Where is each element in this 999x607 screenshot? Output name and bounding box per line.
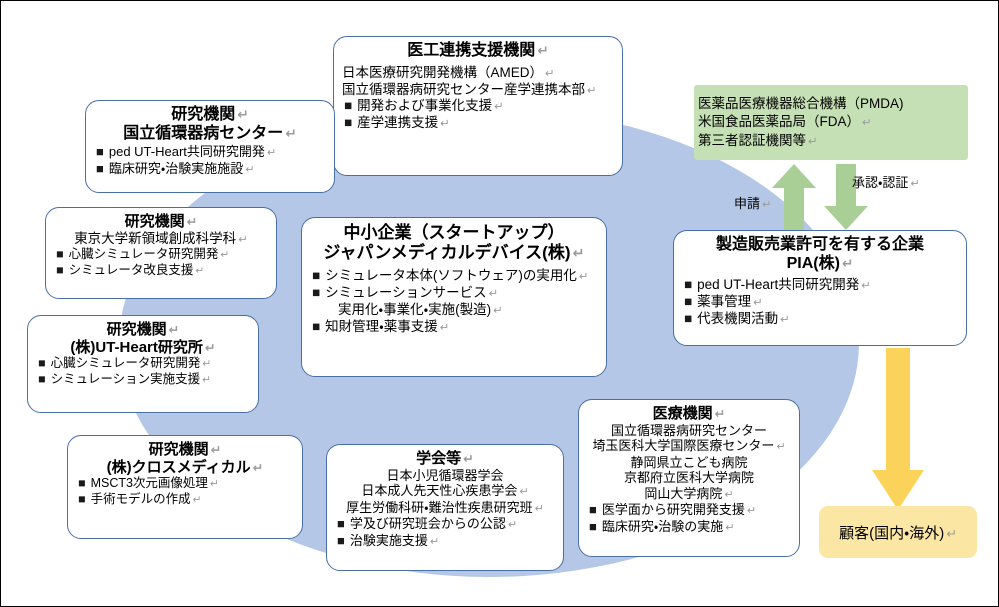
box-hospital-line-1: 国立循環器病研究センター [610,422,767,438]
box-hospital-line-3: 静岡県立こども病院 [630,454,748,470]
box-research-utokyo[interactable]: 研究機関 東京大学新領域創成科学科 心臓シミュレータ研究開発 シミュレータ改良支… [45,207,277,299]
box-utokyo-subtitle: 東京大学新領域創成科学科 [54,231,268,248]
application-arrow-up-icon [772,164,816,230]
box-sme-sub-line: 実用化・事業化・実施(製造) [310,302,598,319]
box-utheart-title-line-2: (株)UT-Heart研究所 [36,339,250,357]
box-customer-label: 顧客(国内・海外) [839,522,957,543]
box-cross-bullet-1: MSCT3次元画像処理 [76,476,294,492]
box-utheart-bullet-1: 心臓シミュレータ研究開発 [36,356,250,372]
box-ncvc-bullet-1: ped UT-Heart共同研究開発 [94,144,326,161]
box-pia-title-line-1: 製造販売業許可を有する企業 [715,236,924,253]
box-hospital-line-5: 岡山大学病院 [587,486,791,502]
box-research-cross-medical[interactable]: 研究機関 (株)クロスメディカル MSCT3次元画像処理 手術モデルの作成 [67,435,303,539]
box-utokyo-title: 研究機関 [54,213,268,231]
box-ncvc-title-line-2: 国立循環器病センター [94,125,326,144]
box-utheart-bullet-2: シミュレーション実施支援 [36,372,250,388]
box-utokyo-bullet-1: 心臓シミュレータ研究開発 [54,247,268,263]
box-gakkai-line-3: 厚生労働科研・難治性疾患研究班 [335,500,555,516]
box-pmda-line-1: 医薬品医療機器総合機構（PMDA) [698,95,904,111]
box-pia-title-line-2: PIA(株) [682,255,958,274]
box-regulatory-authorities[interactable]: 医薬品医療機器総合機構（PMDA) 米国食品医薬品局（FDA） 第三者認証機関等 [694,85,968,160]
box-medical-institutions[interactable]: 医療機関 国立循環器病研究センター 埼玉医科大学国際医療センター 静岡県立こども… [578,399,800,557]
box-cross-title-line-1: 研究機関 [76,441,294,459]
box-research-ut-heart[interactable]: 研究機関 (株)UT-Heart研究所 心臓シミュレータ研究開発 シミュレーショ… [27,315,259,413]
box-hospital-bullet-2: 臨床研究・治験の実施 [587,519,791,536]
box-iko-bullet-1: 開発および事業化支援 [342,98,614,115]
box-sme-bullet-2: シミュレーションサービス [310,285,598,302]
box-cross-title-line-2: (株)クロスメディカル [76,459,294,477]
box-pmda-line-3: 第三者認証機関等 [698,132,964,150]
box-marketing-authorization-pia[interactable]: 製造販売業許可を有する企業 PIA(株) ped UT-Heart共同研究開発 … [673,230,967,346]
delivery-arrow-down-icon [872,348,924,510]
box-iko-bullet-2: 産学連携支援 [342,115,614,132]
box-academic-societies[interactable]: 学会等 日本小児循環器学会 日本成人先天性心疾患学会 厚生労働科研・難治性疾患研… [326,444,564,571]
box-gakkai-title: 学会等 [335,450,555,468]
application-arrow-label: 申請 [734,193,771,212]
box-gakkai-bullet-1: 学及び研究班会からの公認 [335,516,555,533]
box-hospital-line-2: 埼玉医科大学国際医療センター [587,438,791,454]
box-pia-bullet-3: 代表機関活動 [682,311,958,328]
box-industry-academia-support[interactable]: 医工連携支援機関 日本医療研究開発機構（AMED） 国立循環器病研究センター産学… [333,36,623,176]
box-gakkai-bullet-2: 治験実施支援 [335,533,555,550]
box-hospital-title: 医療機関 [587,405,791,423]
box-pmda-line-2: 米国食品医薬品局（FDA） [698,113,964,131]
box-research-ncvc[interactable]: 研究機関 国立循環器病センター ped UT-Heart共同研究開発 臨床研究・… [85,100,335,193]
box-gakkai-line-1: 日本小児循環器学会 [386,467,504,483]
box-sme-bullet-3: 知財管理・薬事支援 [310,319,598,336]
box-pia-bullet-2: 薬事管理 [682,294,958,311]
box-sme-bullet-1: シミュレータ本体(ソフトウェア)の実用化 [310,268,598,285]
box-hospital-line-4: 京都府立医科大学病院 [623,470,754,486]
box-iko-title: 医工連携支援機関 [342,42,614,61]
box-iko-line-1: 日本医療研究開発機構（AMED） [342,65,614,82]
box-utheart-title-line-1: 研究機関 [36,321,250,339]
box-utokyo-bullet-2: シミュレータ改良支援 [54,263,268,279]
box-ncvc-title-line-1: 研究機関 [94,106,326,125]
box-cross-bullet-2: 手術モデルの作成 [76,492,294,508]
approval-arrow-label: 承認・認証 [852,172,920,191]
box-ncvc-bullet-2: 臨床研究・治験実施施設 [94,161,326,178]
box-sme-startup[interactable]: 中小企業（スタートアップ） ジャパンメディカルデバイス(株) シミュレータ本体(… [301,217,607,377]
box-sme-title-line-1: 中小企業（スタートアップ） [343,223,565,242]
approval-arrow-down-icon [824,164,868,230]
box-sme-title-line-2: ジャパンメディカルデバイス(株) [310,243,598,263]
box-pia-bullet-1: ped UT-Heart共同研究開発 [682,277,958,294]
box-gakkai-line-2: 日本成人先天性心疾患学会 [335,483,555,499]
box-iko-line-2: 国立循環器病研究センター産学連携本部 [342,82,614,99]
box-customers[interactable]: 顧客(国内・海外) [819,506,977,558]
box-hospital-bullet-1: 医学面から研究開発支援 [587,502,791,519]
